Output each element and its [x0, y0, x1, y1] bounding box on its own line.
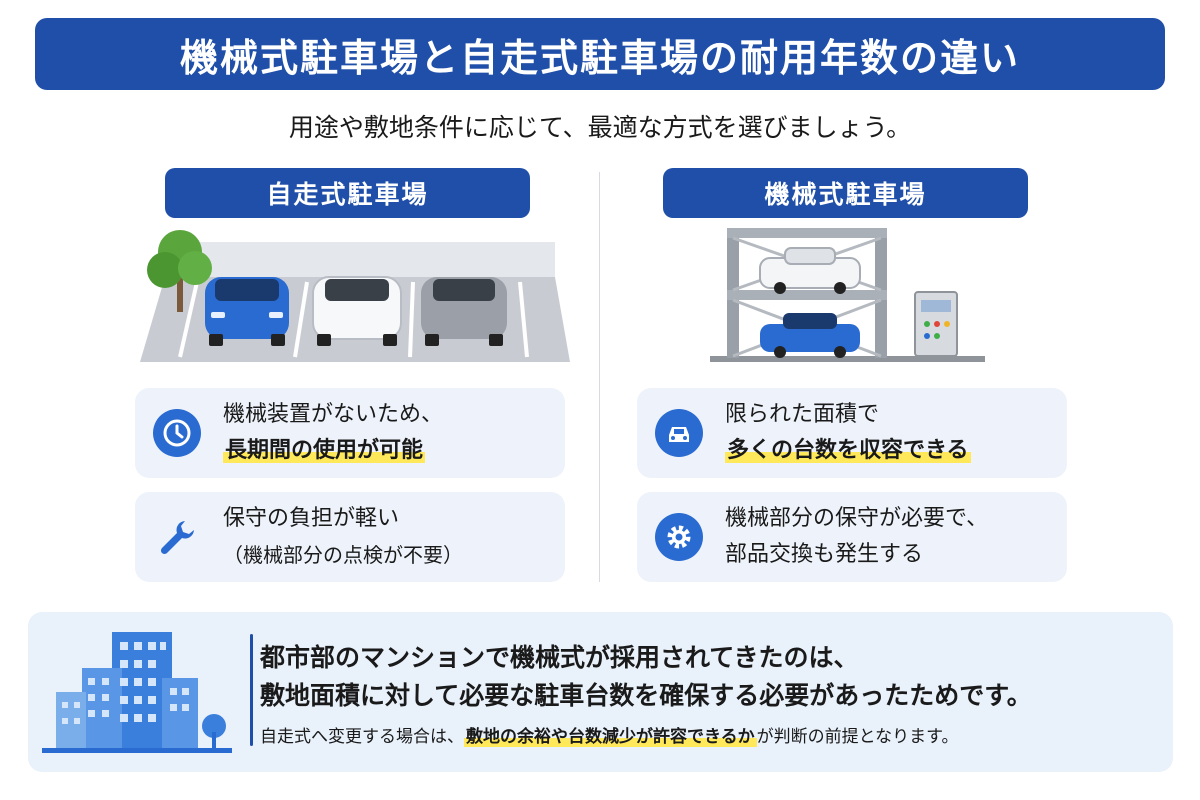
mechanical-parking-illustration [710, 228, 985, 362]
clock-icon [153, 409, 201, 457]
benefit-card-capacity: 限られた面積で 多くの台数を収容できる [637, 388, 1067, 478]
page-subtitle: 用途や敷地条件に応じて、最適な方式を選びましょう。 [288, 113, 912, 142]
summary-panel: 都市部のマンションで機械式が採用されてきたのは、 敷地面積に対して必要な駐車台数… [28, 612, 1173, 772]
summary-line1: 都市部のマンションで機械式が採用されてきたのは、 [260, 643, 859, 672]
summary-line2: 敷地面積に対して必要な駐車台数を確保する必要があったためです。 [260, 681, 1032, 710]
control-panel-icon [914, 291, 958, 357]
self-propelled-heading: 自走式駐車場 [165, 168, 530, 218]
gear-icon [655, 513, 703, 561]
note-suffix: が判断の前提となります。 [756, 727, 959, 747]
benefit-card-low-maintenance: 保守の負担が軽い （機械部分の点検が不要） [135, 492, 565, 582]
card-line2-highlight: 長期間の使用が可能 [223, 438, 426, 463]
upper-car-icon [759, 247, 861, 294]
card-line2-highlight: 多くの台数を収容できる [725, 438, 971, 463]
card-line1: 限られた面積で [725, 402, 880, 427]
white-car-icon [312, 276, 402, 346]
accent-bar [250, 634, 253, 746]
note-highlight: 敷地の余裕や台数減少が許容できるか [464, 727, 757, 747]
note-prefix: 自走式へ変更する場合は、 [260, 727, 464, 747]
column-divider [599, 172, 600, 582]
mechanical-heading: 機械式駐車場 [663, 168, 1028, 218]
card-line1: 機械装置がないため、 [223, 402, 444, 427]
card-line1: 機械部分の保守が必要で、 [725, 506, 989, 531]
summary-note: 自走式へ変更する場合は、敷地の余裕や台数減少が許容できるかが判断の前提となります… [260, 722, 958, 747]
benefit-card-maintenance-required: 機械部分の保守が必要で、 部品交換も発生する [637, 492, 1067, 582]
building-icon [42, 632, 232, 753]
card-line2: 部品交換も発生する [725, 542, 924, 567]
card-line2: （機械部分の点検が不要） [223, 543, 463, 567]
flat-parking-illustration [140, 230, 570, 362]
page-title: 機械式駐車場と自走式駐車場の耐用年数の違い [179, 35, 1020, 80]
lower-car-icon [760, 313, 860, 358]
card-line1: 保守の負担が軽い [223, 506, 400, 531]
car-icon [655, 409, 703, 457]
tree-icon [147, 230, 212, 312]
wrench-icon [153, 513, 201, 561]
gray-car-icon [421, 277, 507, 346]
blue-car-icon [205, 277, 289, 346]
title-banner: 機械式駐車場と自走式駐車場の耐用年数の違い [35, 18, 1165, 90]
benefit-card-long-life: 機械装置がないため、 長期間の使用が可能 [135, 388, 565, 478]
